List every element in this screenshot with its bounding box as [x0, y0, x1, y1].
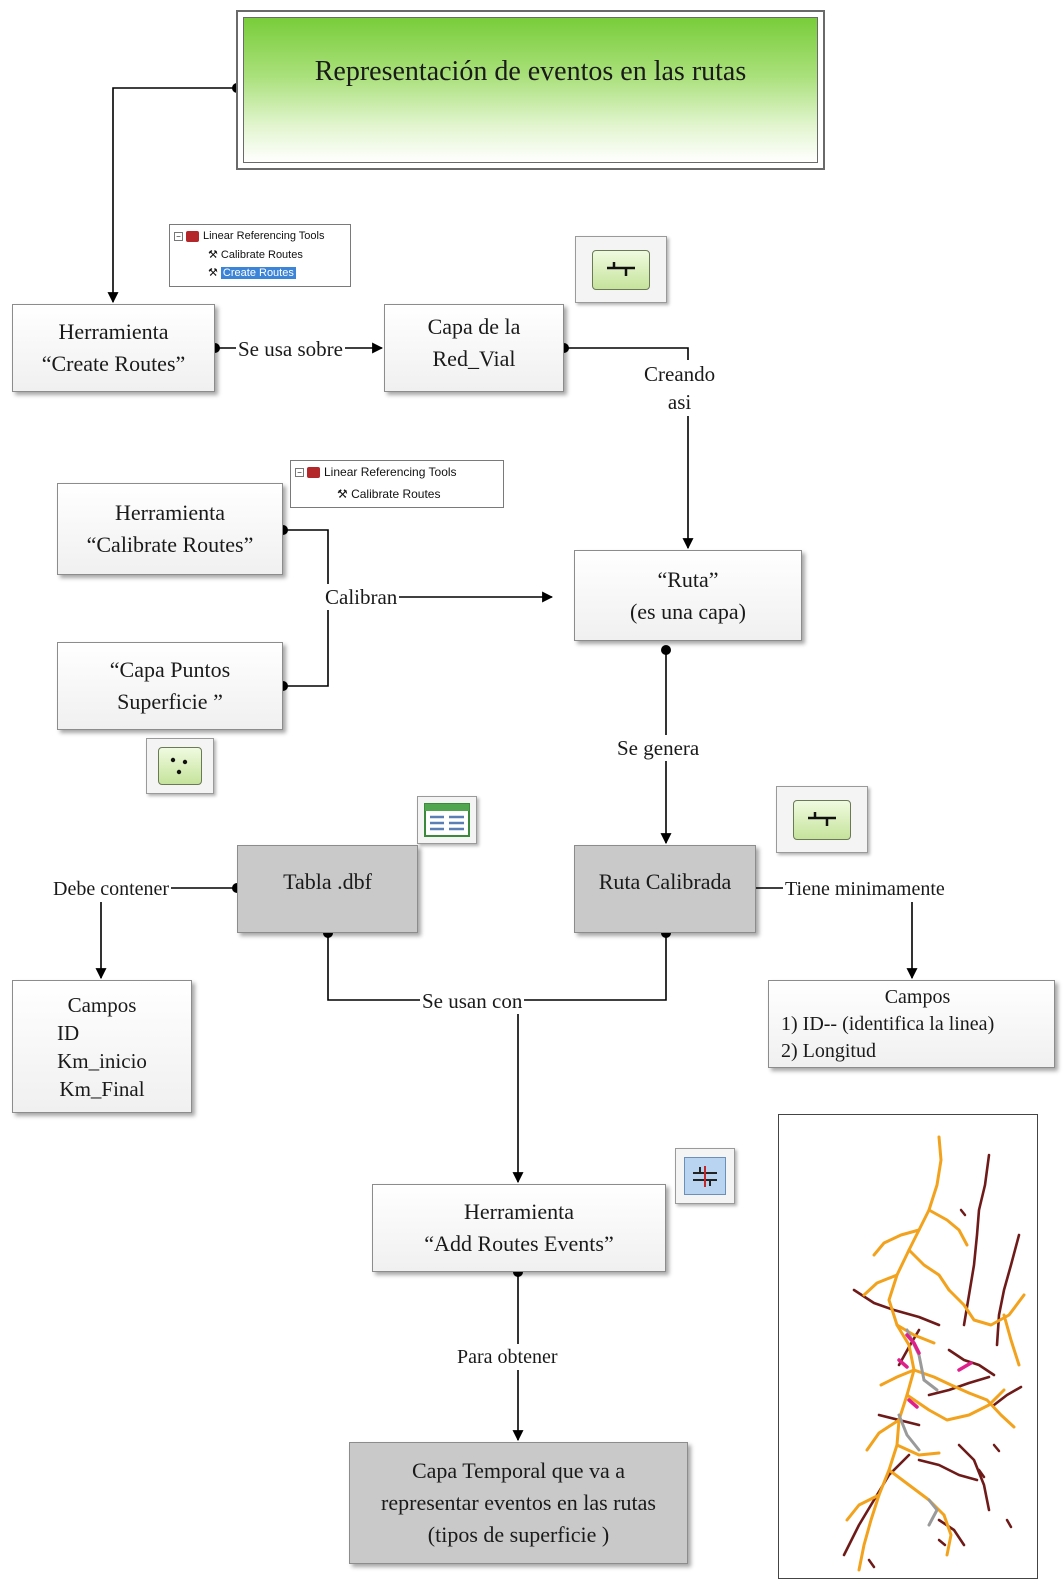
collapse-icon: −: [295, 468, 304, 478]
route-layer-icon: [592, 249, 650, 290]
node-line: Herramienta: [464, 1199, 574, 1224]
page-title: Representación de eventos en las rutas: [243, 17, 818, 163]
node-line: “Capa Puntos: [109, 657, 231, 682]
node-tabla-dbf: Tabla .dbf: [237, 845, 418, 933]
node-line: “Create Routes”: [41, 351, 186, 376]
node-line: Campos: [884, 985, 951, 1008]
node-line: Superficie ”: [117, 689, 223, 714]
tree-root-label: Linear Referencing Tools: [324, 465, 457, 479]
tree-root-label: Linear Referencing Tools: [203, 230, 325, 242]
node-line: Red_Vial: [432, 346, 516, 371]
node-capa-temporal: Capa Temporal que va a representar event…: [349, 1442, 688, 1564]
tree-item-calibrate: Calibrate Routes: [351, 487, 441, 501]
toolbox-icon: [307, 467, 320, 479]
node-campos-right: Campos 1) ID-- (identifica la linea) 2) …: [768, 980, 1055, 1068]
edge-redvial-to-ruta: [564, 347, 694, 550]
label-para-obtener: Para obtener: [455, 1344, 560, 1370]
node-line: Capa de la: [427, 314, 521, 339]
node-add-routes-events: Herramienta “Add Routes Events”: [372, 1184, 666, 1272]
toolbox-icon: [186, 230, 199, 242]
node-line: Ruta Calibrada: [598, 869, 732, 894]
label-creando-asi: Creando asi: [642, 360, 718, 416]
toolbox-tree-middle: − Linear Referencing Tools ⚒ Calibrate Ro…: [290, 460, 504, 508]
node-line: Campos: [67, 992, 137, 1017]
node-line: Tabla .dbf: [283, 869, 372, 894]
node-line: Capa Temporal que va a: [411, 1458, 626, 1483]
table-icon: [424, 803, 470, 837]
node-capa-puntos: “Capa Puntos Superficie ”: [57, 642, 283, 730]
route-layer-icon-box: [575, 236, 667, 303]
route-layer-icon-box-2: [776, 786, 868, 853]
label-line: asi: [667, 390, 692, 414]
node-line: “Ruta”: [657, 566, 719, 592]
node-red-vial: Capa de la Red_Vial: [384, 304, 564, 392]
label-debe-contener: Debe contener: [51, 876, 172, 902]
hammer-icon: ⚒: [208, 267, 221, 279]
route-events-symbol-icon: [693, 1166, 717, 1187]
node-line: Km_inicio: [57, 1048, 147, 1073]
node-line: Herramienta: [115, 500, 225, 525]
add-route-events-icon: [684, 1157, 726, 1195]
point-layer-icon-box: [146, 738, 214, 794]
table-icon-box: [417, 796, 477, 844]
node-line: (tipos de superficie ): [427, 1522, 610, 1547]
label-line: Creando: [644, 362, 716, 386]
point-layer-icon: [158, 747, 202, 785]
node-line: Herramienta: [58, 319, 169, 344]
hammer-icon: ⚒: [208, 249, 221, 261]
tree-item-create-selected: Create Routes: [220, 267, 296, 279]
title-box: Representación de eventos en las rutas: [236, 10, 825, 170]
node-line: Km_Final: [59, 1076, 145, 1101]
route-symbol-icon: [607, 261, 635, 276]
add-events-icon-box: [675, 1148, 735, 1204]
collapse-icon: −: [174, 231, 183, 241]
node-create-routes: Herramienta “Create Routes”: [12, 304, 215, 392]
hammer-icon: ⚒: [337, 487, 352, 501]
node-line: ID: [57, 1020, 80, 1045]
toolbox-tree-top: − Linear Referencing Tools ⚒ Calibrate Ro…: [169, 224, 351, 287]
node-line: “Calibrate Routes”: [86, 532, 254, 557]
edge-title-to-create-routes: [107, 87, 237, 304]
node-line: “Add Routes Events”: [424, 1231, 614, 1256]
node-ruta-calibrada: Ruta Calibrada: [574, 845, 756, 933]
route-map-thumbnail: [778, 1114, 1038, 1579]
node-line: 1) ID-- (identifica la linea): [781, 1012, 995, 1035]
label-tiene-minimamente: Tiene minimamente: [783, 876, 947, 902]
edge-calibrate-bracket: [283, 529, 329, 687]
node-line: representar eventos en las rutas: [381, 1490, 656, 1515]
label-se-usan-con: Se usan con: [420, 988, 525, 1014]
node-line: 2) Longitud: [781, 1039, 876, 1062]
tree-item-calibrate: Calibrate Routes: [220, 249, 303, 261]
points-symbol-icon: [170, 757, 188, 775]
node-line: (es una capa): [629, 598, 747, 624]
route-symbol-icon: [808, 811, 836, 826]
node-campos-left: Campos ID Km_inicio Km_Final: [12, 980, 192, 1113]
route-layer-icon: [793, 799, 851, 840]
label-se-genera: Se genera: [615, 735, 702, 761]
route-map-image: [842, 1135, 1026, 1572]
label-se-usa-sobre: Se usa sobre: [236, 336, 345, 362]
label-calibran: Calibran: [323, 584, 400, 610]
node-ruta: “Ruta” (es una capa): [574, 550, 802, 641]
node-calibrate-routes: Herramienta “Calibrate Routes”: [57, 483, 283, 575]
